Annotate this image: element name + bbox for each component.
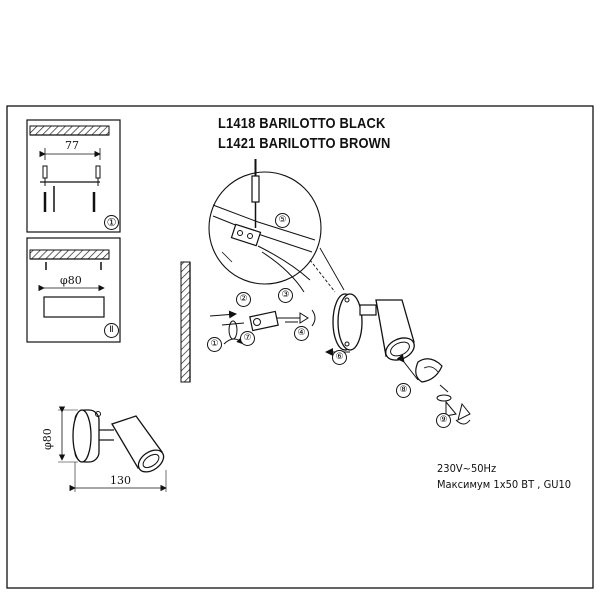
panel-1-dimension: 77 [65,139,79,152]
lamp-exploded [325,293,471,425]
panel-2 [26,237,121,343]
screw-right-icon [92,165,101,212]
model-title-2: L1421 BARILOTTO BROWN [218,135,391,152]
outer-frame [6,105,594,589]
model-title-1: L1418 BARILOTTO BLACK [218,115,386,132]
lamp-assembled [58,406,167,492]
step-9-label: ⑨ [436,413,451,428]
panel-2-dimension: φ80 [60,274,82,287]
step-2-label: ② [236,292,251,307]
spec-voltage: 230V~50Hz [437,462,497,475]
panel-2-step: Ⅱ [104,323,119,338]
magnified-terminal-detail [208,159,322,293]
step-5-label: ⑤ [275,213,290,228]
mounting-parts [209,309,316,345]
panel-1 [26,119,121,233]
width-dimension: 130 [110,474,131,487]
spec-power: Максимум 1x50 ВТ , GU10 [437,478,572,491]
step-3-label: ③ [278,288,293,303]
step-8-label: ⑧ [396,383,411,398]
step-6-label: ⑥ [332,350,347,365]
screw-left-icon [42,165,48,212]
panel-1-step: ① [104,215,119,230]
step-7-label: ⑦ [240,331,255,346]
step-4-label: ④ [294,326,309,341]
height-dimension: φ80 [41,428,54,450]
step-1-label: ① [207,337,222,352]
wall-section [180,261,191,383]
